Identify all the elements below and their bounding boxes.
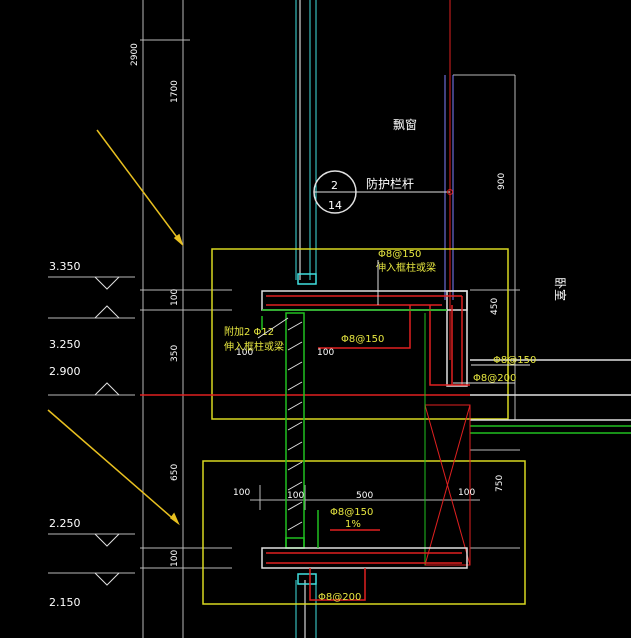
rebar-r2-note: 伸入框柱或梁: [224, 340, 284, 353]
dim-450: 450: [490, 298, 500, 315]
elevation-2900: 2.900: [49, 365, 81, 378]
rebar-r7: Φ8@200: [318, 592, 361, 603]
dim-w100-e: 100: [458, 488, 475, 498]
dim-2900: 2900: [130, 43, 140, 66]
elevation-2150: 2.150: [49, 596, 81, 609]
rebar-r6: Φ8@150: [330, 507, 373, 518]
floor-line: [140, 359, 631, 434]
leader-arrows: [47, 129, 184, 526]
rebar-r3: Φ8@150: [341, 334, 384, 345]
column-x: [424, 313, 471, 566]
dim-650: 650: [170, 464, 180, 481]
bedroom-label: 卧室: [553, 277, 568, 301]
dim-w100-c: 100: [233, 488, 250, 498]
rebar-r2: 附加2 Φ12: [224, 325, 274, 338]
callout-bottom-text: 14: [328, 199, 342, 212]
elevation-2250: 2.250: [49, 517, 81, 530]
section-callout: 2 14: [313, 170, 453, 214]
rebar-r1: Φ8@150: [378, 249, 421, 260]
dim-900: 900: [497, 173, 507, 190]
rebar-leaders: [257, 260, 530, 384]
elevation-3350: 3.350: [49, 260, 81, 273]
lower-slab: [261, 510, 468, 601]
elevation-3250: 3.250: [49, 338, 81, 351]
dim-1700: 1700: [170, 80, 180, 103]
wall-glass-lines: [295, 0, 454, 638]
dimension-lines: [140, 0, 520, 638]
rebar-r4: Φ8@150: [493, 355, 536, 366]
callout-top-text: 2: [331, 179, 338, 192]
dim-w100-d: 100: [287, 491, 304, 501]
dim-w100-a: 100: [236, 348, 253, 358]
railing-label: 防护栏杆: [366, 176, 414, 191]
elevation-markers: [94, 276, 120, 586]
dim-w500: 500: [356, 491, 373, 501]
upper-slab: [261, 290, 470, 387]
glass-clips: [297, 273, 317, 585]
dim-100-lower: 100: [170, 550, 180, 567]
slope-label: 1%: [345, 519, 361, 530]
wall-block: [285, 312, 305, 549]
bay-window-label: 飘窗: [393, 118, 417, 132]
yellow-detail-boxes: [202, 248, 526, 605]
dim-750: 750: [495, 475, 505, 492]
elevation-lines: [48, 276, 135, 574]
rebar-r5: Φ8@200: [473, 373, 516, 384]
rebar-r1-note: 伸入框柱或梁: [376, 261, 436, 274]
dim-w100-b: 100: [317, 348, 334, 358]
dim-350: 350: [170, 345, 180, 362]
dim-100-upper: 100: [170, 289, 180, 306]
